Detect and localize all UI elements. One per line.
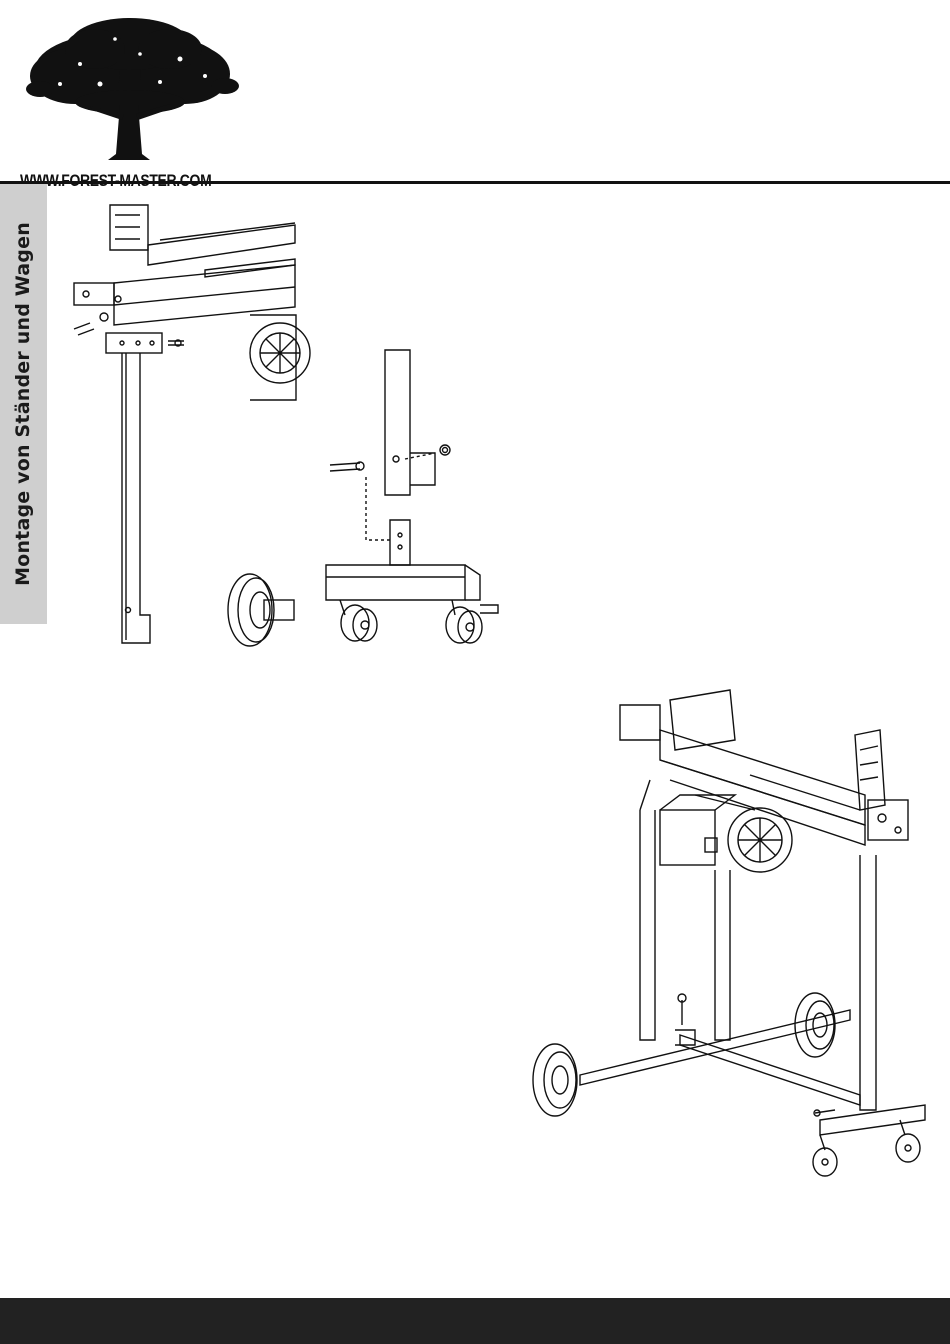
- tree-icon: [20, 14, 240, 164]
- brand-logo: WWW.FOREST-MASTER.COM: [20, 14, 240, 184]
- assembled-log-splitter-illustration: [520, 680, 940, 1190]
- header-divider: [0, 181, 950, 184]
- section-title: Montage von Ständer und Wagen: [12, 222, 34, 586]
- page-footer-bar: [0, 1298, 950, 1344]
- stand-assembly-illustration: [60, 195, 520, 665]
- page-header: WWW.FOREST-MASTER.COM: [0, 0, 950, 184]
